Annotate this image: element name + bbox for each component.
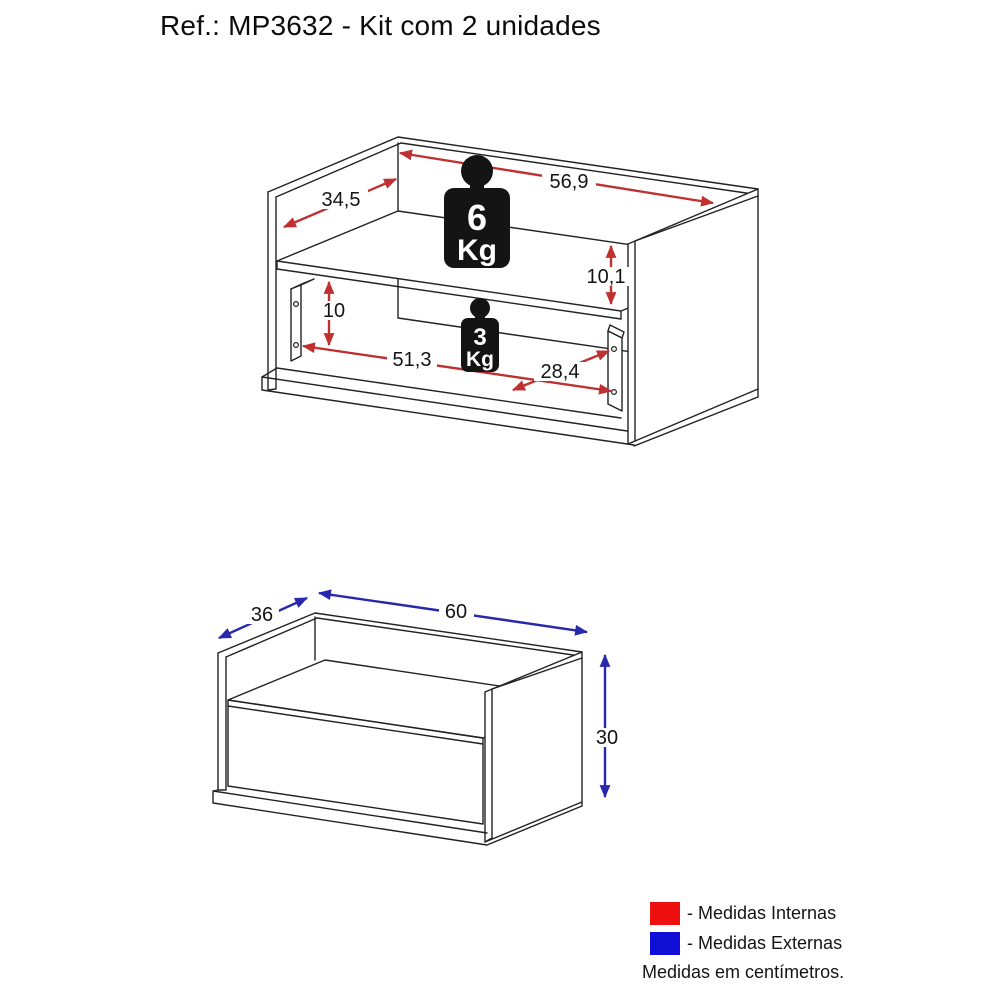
dim-label-inner-width-top: 56,9 — [550, 171, 589, 193]
top-diagram-internal-measures: 56,9 34,5 10,1 10 51,3 28,4 6 Kg — [261, 136, 759, 447]
dim-label-inner-depth: 34,5 — [322, 189, 361, 211]
legend-external-label: - Medidas Externas — [687, 933, 843, 953]
bottom-diagram-external-measures: 36 60 30 — [212, 589, 625, 846]
left-mounting-rail — [290, 278, 315, 362]
external-dimension-labels: 36 60 30 — [246, 601, 625, 749]
dim-label-inner-width-bottom: 51,3 — [393, 349, 432, 371]
screw-hole — [610, 346, 617, 353]
screw-hole — [610, 389, 617, 396]
legend-internal-label: - Medidas Internas — [687, 903, 837, 923]
screw-hole — [293, 301, 300, 308]
dim-label-upper-height: 10,1 — [587, 266, 626, 288]
legend-unit-note: Medidas em centímetros. — [642, 962, 845, 982]
page-title: Ref.: MP3632 - Kit com 2 unidades — [160, 10, 601, 41]
weight-3kg-value: 3 — [473, 324, 486, 351]
weight-6kg-unit: Kg — [457, 234, 497, 267]
right-mounting-rail — [607, 324, 625, 412]
internal-measures-swatch — [650, 902, 680, 925]
weight-6kg-icon: 6 Kg — [444, 155, 510, 268]
legend-external-row: - Medidas Externas — [650, 932, 980, 955]
bottom-panel — [212, 789, 583, 846]
dim-label-height: 30 — [596, 727, 618, 749]
external-measures-swatch — [650, 932, 680, 955]
dim-label-inner-diagonal: 28,4 — [541, 361, 580, 383]
weight-6kg-value: 6 — [467, 197, 487, 238]
screw-hole — [293, 342, 300, 349]
dim-label-depth: 36 — [251, 604, 273, 626]
right-side-panel — [627, 188, 759, 447]
weight-3kg-icon: 3 Kg — [461, 298, 499, 372]
dim-label-width: 60 — [445, 601, 467, 623]
right-side-panel-closed — [484, 651, 583, 843]
weight-3kg-unit: Kg — [466, 348, 494, 371]
legend-internal-row: - Medidas Internas — [650, 902, 980, 925]
drawer-front — [227, 699, 484, 825]
legend: - Medidas Internas - Medidas Externas Me… — [642, 902, 980, 983]
internal-dimension-labels: 56,9 34,5 10,1 10 51,3 28,4 — [314, 171, 629, 383]
dim-label-rail-height: 10 — [323, 300, 345, 322]
